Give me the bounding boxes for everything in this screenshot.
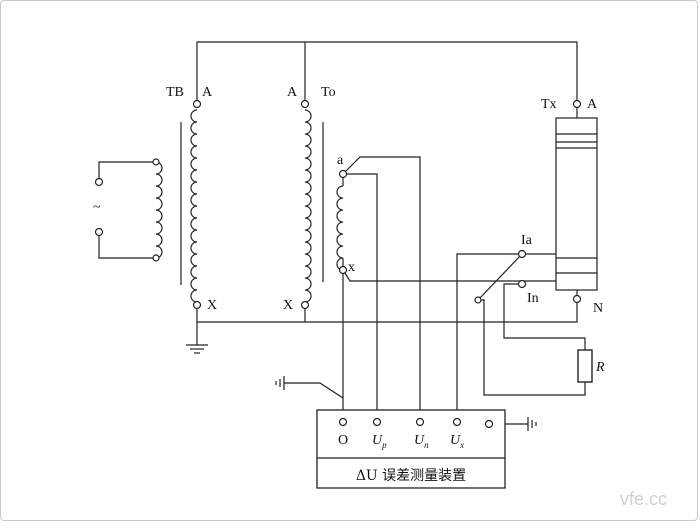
terminal-up xyxy=(372,417,382,427)
tb-transformer xyxy=(155,99,202,310)
tx-body xyxy=(555,117,598,291)
un-wire xyxy=(342,156,421,418)
to-x-label: X xyxy=(283,298,293,313)
tb-a-terminal xyxy=(192,99,202,109)
ia-label: Ia xyxy=(521,233,533,248)
top-rail-wire xyxy=(196,41,578,100)
tb-label: TB xyxy=(166,85,184,100)
source-top-wire xyxy=(98,161,156,182)
ground-icon xyxy=(275,376,285,390)
tb-secondary-coil xyxy=(190,109,198,303)
wires xyxy=(98,41,586,425)
in-to-r-wire xyxy=(503,283,586,350)
device-box xyxy=(316,409,506,489)
ux-wire xyxy=(456,253,522,418)
terminal-ux xyxy=(452,417,462,427)
in-label: In xyxy=(527,291,539,306)
x-small-label: x xyxy=(348,260,355,275)
terminal-o-label: O xyxy=(338,433,348,448)
to-x-small-terminal xyxy=(338,265,348,275)
ground-icon xyxy=(186,344,208,354)
tx-label: Tx xyxy=(541,97,557,112)
switch-blade xyxy=(477,253,523,301)
watermark: vfe.cc xyxy=(620,489,667,509)
tb-x-terminal xyxy=(192,300,202,310)
bottom-rail-wire xyxy=(196,303,578,323)
to-primary-coil xyxy=(304,109,312,303)
to-a-label: A xyxy=(287,85,298,100)
to-a-small-terminal xyxy=(338,169,348,179)
terminal-un-label: Un xyxy=(414,433,429,450)
ground-icon xyxy=(527,417,537,431)
tb-x-label: X xyxy=(207,298,217,313)
in-switch-terminal xyxy=(517,279,527,289)
terminal-ground xyxy=(484,419,494,429)
terminal-un xyxy=(415,417,425,427)
to-secondary-coil xyxy=(336,185,344,271)
ac-source-label: ~ xyxy=(93,200,101,215)
up-wire xyxy=(343,173,378,418)
device-title: ΔU 误差测量装置 xyxy=(356,468,466,484)
tb-primary-top-terminal xyxy=(152,158,160,166)
tb-primary-coil xyxy=(155,161,163,259)
to-transformer xyxy=(300,99,348,310)
to-a-terminal xyxy=(300,99,310,109)
terminal-ux-label: Ux xyxy=(450,433,464,450)
tx-a-label: A xyxy=(587,97,598,112)
source-top-terminal xyxy=(94,177,104,187)
tb-primary-bottom-terminal xyxy=(152,254,160,262)
resistor-r xyxy=(577,349,593,383)
to-label: To xyxy=(321,85,336,100)
to-x-terminal xyxy=(300,300,310,310)
x-to-tx-wire xyxy=(342,269,556,282)
ia-switch-terminal xyxy=(517,249,527,259)
r-label: R xyxy=(595,360,605,375)
source-bottom-terminal xyxy=(94,227,104,237)
a-small-label: a xyxy=(337,153,344,168)
tb-a-label: A xyxy=(202,85,213,100)
error-measuring-device: O Up Un Ux ΔU 误差测量装置 xyxy=(316,409,506,489)
terminal-o xyxy=(338,417,348,427)
switch-pivot xyxy=(474,296,482,304)
r-return-wire xyxy=(478,299,586,396)
tx-n-label: N xyxy=(593,301,603,316)
device-ground-left-wire xyxy=(284,382,344,399)
tx-component xyxy=(555,99,598,304)
terminal-up-label: Up xyxy=(372,433,387,450)
tx-n-terminal xyxy=(572,294,582,304)
source-bottom-wire xyxy=(98,232,156,259)
tx-a-terminal xyxy=(572,99,582,109)
